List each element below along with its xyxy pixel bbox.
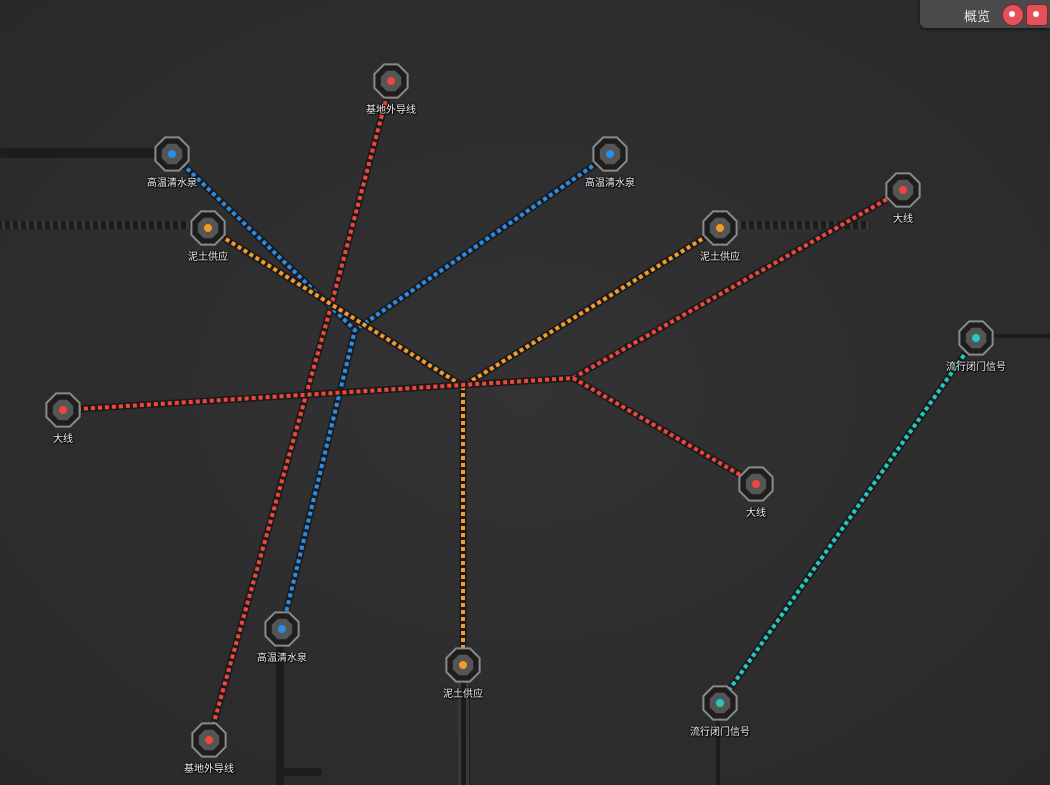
node-label-n1: 基地外导线: [366, 105, 416, 116]
pipe-segment: [276, 640, 284, 785]
sensor-node-n10[interactable]: [264, 611, 300, 647]
wire-orange-4[interactable]: [461, 226, 722, 388]
automation-wires: [62, 80, 979, 741]
sensor-node-n6[interactable]: [702, 210, 738, 246]
sensor-node-n5[interactable]: [190, 210, 226, 246]
node-label-n10: 高温清水泉: [257, 653, 307, 664]
pipe-segment: [0, 221, 200, 229]
sensor-node-n12[interactable]: [702, 685, 738, 721]
pipe-segment: [0, 148, 160, 158]
sensor-nodes: [45, 63, 994, 758]
node-port-icon: [459, 661, 467, 669]
sensor-node-n1[interactable]: [373, 63, 409, 99]
node-port-icon: [204, 224, 212, 232]
wire-cyan-9[interactable]: [718, 336, 978, 705]
node-port-icon: [899, 186, 907, 194]
pipe-segment: [730, 221, 870, 229]
node-port-icon: [278, 625, 286, 633]
node-port-icon: [168, 150, 176, 158]
power-plug-icon[interactable]: [1026, 4, 1048, 26]
pipe-segment: [716, 712, 720, 785]
wire-orange-3[interactable]: [206, 226, 465, 388]
sensor-node-n11[interactable]: [445, 647, 481, 683]
sensor-node-n4[interactable]: [885, 172, 921, 208]
wire-blue-2[interactable]: [353, 152, 612, 332]
pipe-segment: [458, 680, 470, 785]
node-label-n5: 泥土供应: [188, 252, 228, 263]
wire-red-7[interactable]: [572, 188, 904, 380]
overview-toolbar: 概览: [920, 0, 1050, 28]
sensor-node-n13[interactable]: [191, 722, 227, 758]
node-port-icon: [205, 736, 213, 744]
sensor-node-n7[interactable]: [958, 320, 994, 356]
node-label-n13: 基地外导线: [184, 764, 234, 775]
node-label-n12: 流行闭门信号: [690, 727, 750, 738]
node-label-n2: 高温清水泉: [147, 178, 197, 189]
node-label-n3: 高温清水泉: [585, 178, 635, 189]
background-pipes: [0, 148, 1050, 785]
node-label-n4: 大线: [893, 214, 913, 225]
sensor-node-n3[interactable]: [592, 136, 628, 172]
node-port-icon: [59, 406, 67, 414]
node-port-icon: [387, 77, 395, 85]
pipe-segment: [990, 334, 1050, 338]
wire-red-8[interactable]: [571, 376, 758, 486]
sensor-node-n8[interactable]: [45, 392, 81, 428]
node-port-icon: [972, 334, 980, 342]
node-port-icon: [606, 150, 614, 158]
gear-flower-icon[interactable]: [1002, 4, 1024, 26]
node-label-n11: 泥土供应: [443, 689, 483, 700]
wire-red-0[interactable]: [207, 80, 393, 741]
node-label-n9: 大线: [746, 508, 766, 519]
node-label-n8: 大线: [53, 434, 73, 445]
sensor-node-n9[interactable]: [738, 466, 774, 502]
overview-label[interactable]: 概览: [964, 10, 991, 25]
wire-red-6[interactable]: [62, 376, 574, 412]
node-port-icon: [716, 224, 724, 232]
pipe-segment: [276, 768, 322, 776]
node-port-icon: [716, 699, 724, 707]
node-label-n7: 流行闭门信号: [946, 362, 1006, 373]
node-port-icon: [752, 480, 760, 488]
sensor-node-n2[interactable]: [154, 136, 190, 172]
node-label-n6: 泥土供应: [700, 252, 740, 263]
